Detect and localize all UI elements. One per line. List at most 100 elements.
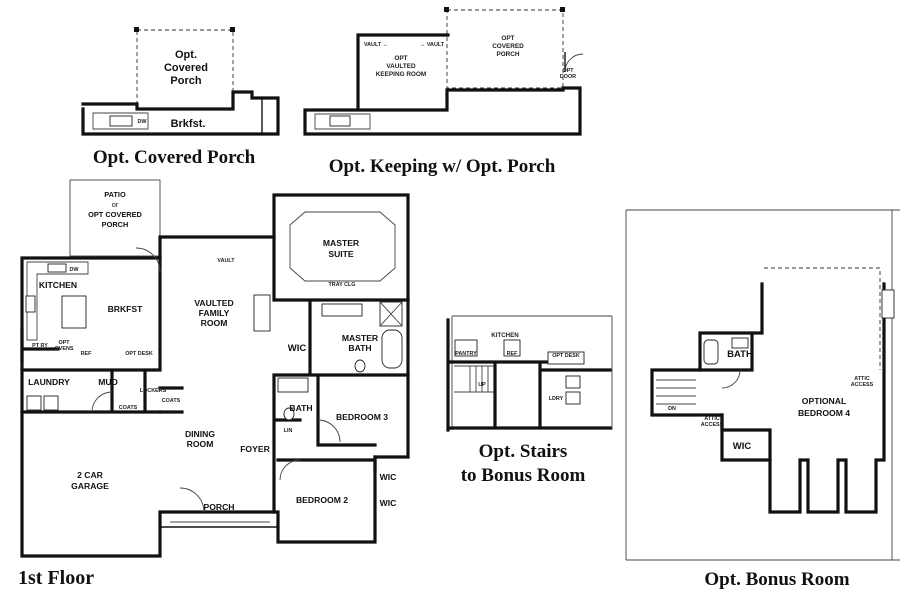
attic-access-label-2: ACCESS (701, 422, 724, 428)
first-floor-plan: PATIO or OPT COVERED PORCH KITCHEN BRKFS… (18, 179, 410, 589)
coat-closet-walls (158, 386, 184, 414)
title-opt-stairs-1: Opt. Stairs (479, 441, 568, 462)
mud-label: MUD (98, 377, 118, 387)
bath-label: BATH (289, 403, 312, 413)
lockers-label: LOCKERS (140, 388, 167, 394)
opt-ovens-label-1: OPT (58, 340, 70, 346)
inset-opt-covered-porch: Opt. Covered Porch Brkfst. DW Opt. Cover… (81, 27, 280, 168)
opt-desk (547, 351, 585, 365)
sink (329, 115, 351, 127)
wic-b-label: WIC (380, 498, 397, 508)
title-opt-covered-porch: Opt. Covered Porch (93, 147, 256, 168)
family-room-label-2: FAMILY (199, 308, 230, 318)
porch-post (230, 27, 235, 32)
opt-porch-label-3: PORCH (496, 51, 519, 58)
counter (92, 112, 149, 130)
pantry (454, 339, 478, 357)
patio-label-1: PATIO (104, 190, 126, 199)
tub (277, 377, 309, 393)
family-room-label-1: VAULTED (194, 298, 233, 308)
coats-label-2: COATS (162, 398, 181, 404)
dishwasher-label: DW (70, 267, 80, 273)
patio-label-3: OPT COVERED (88, 210, 142, 219)
attic-access-label-1: ATTIC (704, 416, 720, 422)
toilet (354, 359, 366, 373)
door-swing (721, 369, 741, 389)
master-tub (381, 329, 403, 369)
title-first-floor: 1st Floor (18, 567, 94, 589)
washer (565, 375, 581, 389)
door-swing (91, 391, 113, 413)
ref-label: REF (81, 351, 92, 357)
vault-label: VAULT (217, 258, 235, 264)
stairs-opt-desk-label: OPT DESK (552, 353, 580, 359)
inset-opt-keeping-room: OPT VAULTED KEEPING ROOM OPT COVERED POR… (303, 7, 584, 177)
covered-porch-label-2: Covered (164, 62, 208, 74)
opt-door-label-1: OPT (562, 68, 574, 74)
stairs-ldry-label: LDRY (549, 396, 564, 402)
foyer-label: FOYER (240, 444, 270, 454)
kitchen-label: KITCHEN (39, 280, 77, 290)
covered-porch-label-3: Porch (170, 75, 201, 87)
dining-room-label-2: ROOM (187, 439, 214, 449)
stairs-up-label: UP (478, 382, 486, 388)
bonus-room-label-2: BEDROOM 4 (798, 408, 850, 418)
linen-label: LIN (284, 428, 293, 434)
stair-treads (454, 365, 494, 393)
toilet (283, 407, 295, 421)
front-porch-outline (159, 512, 278, 528)
porch-post (134, 27, 139, 32)
bonus-tub (703, 339, 719, 365)
inset-frame (451, 315, 613, 430)
covered-porch-outline (136, 29, 234, 109)
garage-label-1: 2 CAR (77, 470, 104, 480)
tray-ceiling-label: TRAY CLG (329, 282, 356, 288)
dining-room-label-1: DINING (185, 429, 215, 439)
vault-label-left: VAULT ↔ (364, 42, 388, 48)
kitchen-island (61, 295, 87, 329)
washer (26, 395, 42, 411)
tray-ceiling-outline (289, 211, 396, 282)
stair-walls (446, 318, 612, 432)
ref (503, 339, 521, 357)
bonus-frame (625, 209, 900, 561)
shower-x (379, 301, 403, 327)
access-label: ACCESS (851, 382, 874, 388)
porch-label: PORCH (203, 502, 234, 512)
patio-label-2: or (112, 200, 119, 209)
dryer (565, 391, 581, 405)
kitchen-counter (26, 261, 89, 341)
bonus-walls (650, 282, 886, 514)
dishwasher-label: DW (138, 119, 148, 125)
porch-post (560, 7, 565, 12)
brkfst-label: BRKFST (108, 304, 144, 314)
bonus-wic-label: WIC (733, 441, 752, 452)
bedroom3-label: BEDROOM 3 (336, 412, 388, 422)
garage-label-2: GARAGE (71, 481, 109, 491)
door-swing (317, 419, 341, 443)
fireplace (253, 294, 271, 332)
breakfast-wall (81, 90, 280, 136)
master-bath-label-1: MASTER (342, 333, 379, 343)
family-room-label-3: ROOM (201, 318, 228, 328)
bonus-bath-label: BATH (727, 349, 753, 360)
master-suite-label-1: MASTER (323, 238, 360, 248)
pantry-label: PT RY (32, 343, 48, 349)
laundry-mud-walls (20, 256, 162, 414)
keeping-room-label-2: VAULTED (386, 63, 416, 70)
sink (109, 115, 133, 127)
opt-ovens-label-2: OVENS (55, 346, 74, 352)
opt-desk-label: OPT DESK (125, 351, 153, 357)
opt-porch-label-2: COVERED (492, 43, 524, 50)
door-swing (279, 459, 301, 481)
pantry-wall (20, 328, 60, 362)
attic-label: ATTIC (854, 376, 870, 382)
opt-door-label-2: DOOR (560, 74, 576, 80)
door-swing (135, 247, 161, 273)
brkfst-label: Brkfst. (171, 118, 206, 130)
covered-porch-label-1: Opt. (175, 49, 197, 61)
kitchen-sink (47, 263, 67, 273)
patio-label-4: PORCH (102, 220, 129, 229)
inset-opt-stairs: KITCHEN PANTRY REF OPT DESK UP LDRY Opt.… (446, 315, 613, 486)
inset-opt-bonus-room: BATH OPTIONAL BEDROOM 4 WIC ATTIC ACCESS… (625, 209, 900, 590)
